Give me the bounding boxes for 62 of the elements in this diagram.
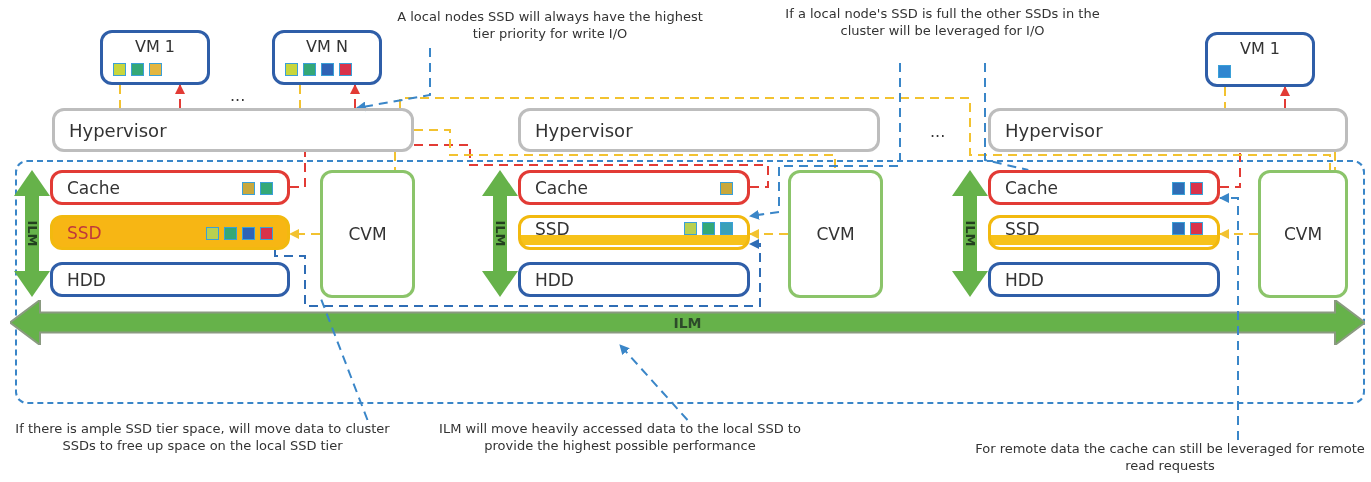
hdd-box bbox=[518, 262, 750, 297]
cvm-box bbox=[788, 170, 883, 298]
double-arrow bbox=[952, 170, 988, 297]
vm-label: VM 1 bbox=[1240, 39, 1280, 58]
data-path-arrow bbox=[1219, 229, 1259, 239]
data-path-arrow bbox=[749, 229, 789, 239]
data-path-arrow bbox=[1280, 86, 1290, 109]
box-label: Hypervisor bbox=[69, 119, 167, 141]
double-arrow bbox=[482, 170, 518, 297]
callout-text: A local nodes SSD will always have the highest tier priority for write I/O bbox=[385, 8, 715, 48]
edge-label: ILM bbox=[962, 220, 978, 247]
vm-box bbox=[100, 30, 210, 85]
box-label: CVM bbox=[348, 224, 387, 244]
box-label: CVM bbox=[816, 224, 855, 244]
ssd-box bbox=[988, 215, 1220, 250]
box-label: HDD bbox=[67, 269, 106, 290]
data-path-arrow bbox=[289, 229, 321, 239]
box-label: SSD bbox=[1005, 219, 1040, 239]
leader-line bbox=[749, 62, 901, 220]
double-arrow bbox=[14, 170, 50, 297]
box-label: Cache bbox=[535, 177, 588, 198]
double-arrow bbox=[10, 300, 1365, 345]
ssd-box bbox=[518, 215, 750, 250]
box-label: Hypervisor bbox=[1005, 119, 1103, 141]
box-label: Cache bbox=[67, 177, 120, 198]
callout-text: For remote data the cache can still be leveraged for remote read requests bbox=[975, 440, 1365, 480]
vm-box bbox=[272, 30, 382, 85]
ellipsis-text: ... bbox=[230, 86, 246, 105]
callout-text: If a local node's SSD is full the other SSDs in the cluster will be leveraged for I/O bbox=[775, 5, 1110, 63]
cache-box bbox=[50, 170, 290, 205]
box-label: HDD bbox=[1005, 269, 1044, 290]
box-label: CVM bbox=[1283, 224, 1323, 244]
hdd-box bbox=[988, 262, 1220, 297]
box-label: Hypervisor bbox=[535, 119, 633, 141]
leader-line bbox=[619, 344, 689, 421]
box-label: HDD bbox=[535, 269, 574, 290]
hdd-box bbox=[50, 262, 290, 297]
cvm-box bbox=[320, 170, 415, 298]
data-path-arrow bbox=[274, 239, 761, 307]
box-label: SSD bbox=[535, 219, 570, 239]
hypervisor-box bbox=[518, 108, 880, 152]
edge-label: ILM bbox=[492, 220, 508, 247]
leader-line bbox=[984, 62, 1030, 171]
data-path-arrow bbox=[350, 84, 360, 109]
vm-box bbox=[1205, 32, 1315, 87]
box-label: SSD bbox=[67, 222, 102, 243]
vm-label: VM 1 bbox=[135, 37, 175, 56]
edge-label: ILM bbox=[24, 220, 40, 247]
ellipsis-text: ... bbox=[930, 122, 946, 141]
hypervisor-box bbox=[988, 108, 1348, 152]
data-path-arrow bbox=[175, 84, 185, 109]
hypervisor-box bbox=[52, 108, 414, 152]
callout-text: ILM will move heavily accessed data to the local SSD to provide the highest possible performance bbox=[435, 420, 805, 480]
callout-text: If there is ample SSD tier space, will move data to cluster SSDs to free up space on the local SSD tier bbox=[10, 420, 395, 480]
box-label: Cache bbox=[1005, 177, 1058, 198]
ssd-box bbox=[50, 215, 290, 250]
cache-box bbox=[988, 170, 1220, 205]
vm-label: VM N bbox=[306, 37, 348, 56]
cvm-box bbox=[1258, 170, 1348, 298]
cache-box bbox=[518, 170, 750, 205]
arrow-label: ILM bbox=[673, 314, 702, 331]
leader-line bbox=[1219, 193, 1239, 441]
